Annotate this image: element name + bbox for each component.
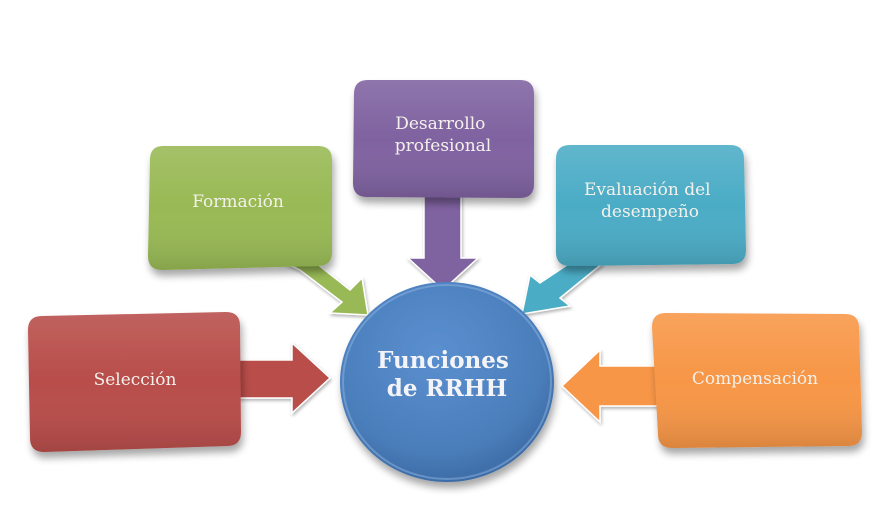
center-node-label: Funciones de RRHH	[377, 347, 517, 402]
node-seleccion-label: Selección	[94, 370, 177, 390]
node-compensacion: Compensación	[652, 313, 862, 448]
node-compensacion-label: Compensación	[692, 369, 818, 389]
center-node: Funciones de RRHH	[340, 282, 554, 482]
node-formacion-label: Formación	[192, 192, 284, 212]
arrow-compensacion	[560, 348, 661, 424]
arrow-seleccion	[235, 341, 332, 415]
arrow-evaluacion	[521, 262, 606, 315]
arrow-desarrollo	[406, 194, 480, 292]
node-formacion: Formación	[148, 146, 332, 270]
node-desarrollo: Desarrollo profesional	[353, 80, 534, 198]
node-seleccion: Selección	[28, 312, 241, 452]
node-desarrollo-label: Desarrollo profesional	[395, 114, 492, 156]
arrow-formacion	[284, 262, 369, 316]
node-evaluacion-label: Evaluación del desempeño	[584, 180, 716, 222]
node-evaluacion: Evaluación del desempeño	[556, 145, 746, 266]
